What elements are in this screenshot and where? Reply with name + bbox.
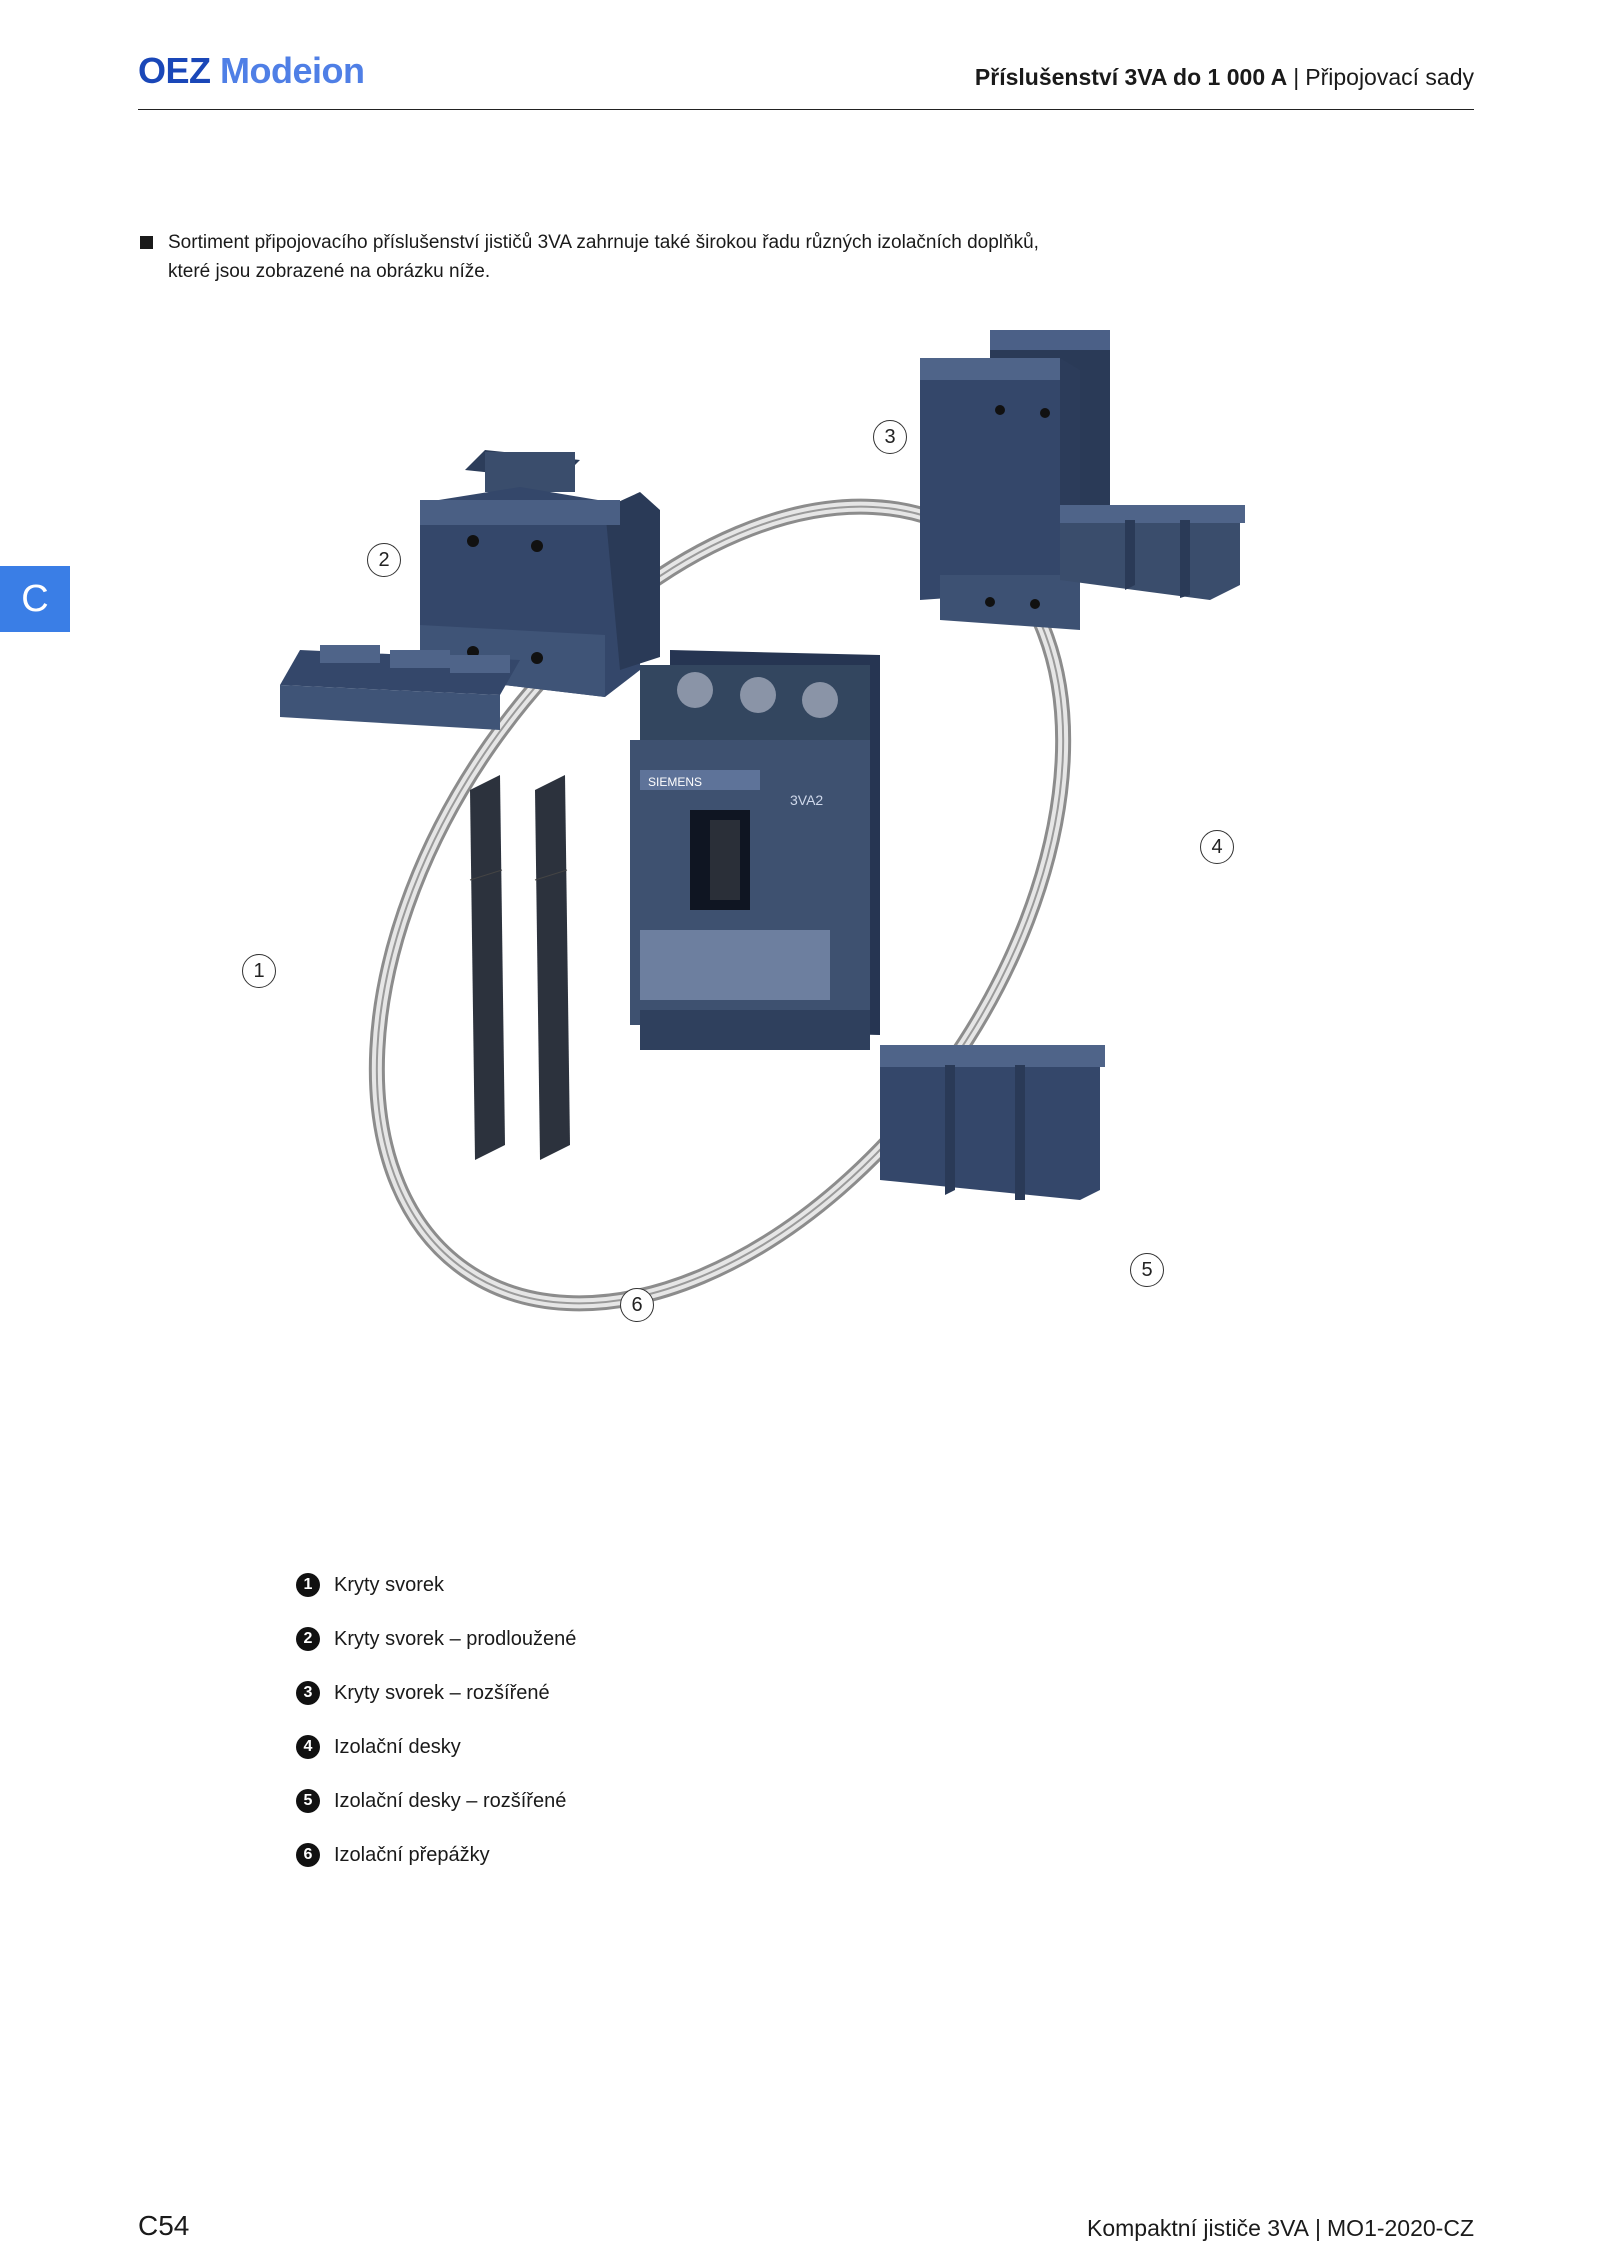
callout-2: 2 — [367, 543, 401, 577]
intro-paragraph: Sortiment připojovacího příslušenství ji… — [140, 228, 1040, 286]
terminal-covers — [280, 645, 520, 730]
footer-separator: | — [1315, 2215, 1322, 2241]
legend-item: 5 Izolační desky – rozšířené — [296, 1786, 576, 1816]
oez-modeion-logo: OEZ Modeion — [138, 50, 365, 92]
legend-number-icon: 6 — [296, 1843, 320, 1867]
callout-6: 6 — [620, 1288, 654, 1322]
circuit-breaker: SIEMENS 3VA2 — [630, 650, 880, 1050]
footer-doc-code: MO1-2020-CZ — [1327, 2215, 1474, 2241]
legend-number-icon: 3 — [296, 1681, 320, 1705]
callout-4: 4 — [1200, 830, 1234, 864]
bullet-icon — [140, 236, 153, 249]
legend-number-icon: 2 — [296, 1627, 320, 1651]
legend-item: 1 Kryty svorek — [296, 1570, 576, 1600]
header-title-bold: Příslušenství 3VA do 1 000 A — [974, 64, 1288, 90]
intro-text: Sortiment připojovacího příslušenství ji… — [168, 232, 1039, 282]
callout-5: 5 — [1130, 1253, 1164, 1287]
insulating-plates-widened — [880, 1045, 1105, 1200]
logo-modeion: Modeion — [220, 50, 365, 91]
legend-number-icon: 1 — [296, 1573, 320, 1597]
footer-title: Kompaktní jističe 3VA|MO1-2020-CZ — [1087, 2215, 1474, 2242]
insulating-plates — [1060, 505, 1245, 600]
legend-item: 3 Kryty svorek – rozšířené — [296, 1678, 576, 1708]
callout-3: 3 — [873, 420, 907, 454]
accessories-illustration: SIEMENS 3VA2 — [280, 330, 1245, 1312]
breaker-brand-plate — [640, 770, 760, 790]
breaker-model: 3VA2 — [790, 792, 823, 808]
legend-item: 6 Izolační přepážky — [296, 1840, 576, 1870]
terminal-cover-extended — [420, 450, 660, 697]
legend-item: 4 Izolační desky — [296, 1732, 576, 1762]
header-title-regular: Připojovací sady — [1305, 64, 1474, 90]
insulating-barriers — [469, 775, 570, 1160]
breaker-brand: SIEMENS — [648, 775, 702, 789]
header-title: Příslušenství 3VA do 1 000 A|Připojovací… — [975, 64, 1474, 91]
accessories-figure: SIEMENS 3VA2 — [220, 320, 1260, 1440]
logo-oez: OEZ — [138, 50, 211, 91]
legend: 1 Kryty svorek 2 Kryty svorek – prodlouž… — [296, 1570, 576, 1894]
legend-label: Izolační desky – rozšířené — [334, 1789, 567, 1812]
footer-doc-title: Kompaktní jističe 3VA — [1087, 2215, 1310, 2241]
page-number: C54 — [138, 2210, 190, 2241]
legend-label: Kryty svorek – prodloužené — [334, 1627, 577, 1650]
legend-item: 2 Kryty svorek – prodloužené — [296, 1624, 576, 1654]
callout-1: 1 — [242, 954, 276, 988]
legend-number-icon: 4 — [296, 1735, 320, 1759]
legend-label: Kryty svorek — [334, 1573, 445, 1596]
header-separator: | — [1293, 64, 1300, 90]
legend-number-icon: 5 — [296, 1789, 320, 1813]
legend-label: Kryty svorek – rozšířené — [334, 1681, 550, 1704]
header-rule — [138, 109, 1474, 110]
terminal-cover-widened — [920, 330, 1110, 630]
legend-label: Izolační desky — [334, 1735, 461, 1758]
chapter-tab: C — [0, 566, 70, 632]
legend-label: Izolační přepážky — [334, 1843, 490, 1866]
